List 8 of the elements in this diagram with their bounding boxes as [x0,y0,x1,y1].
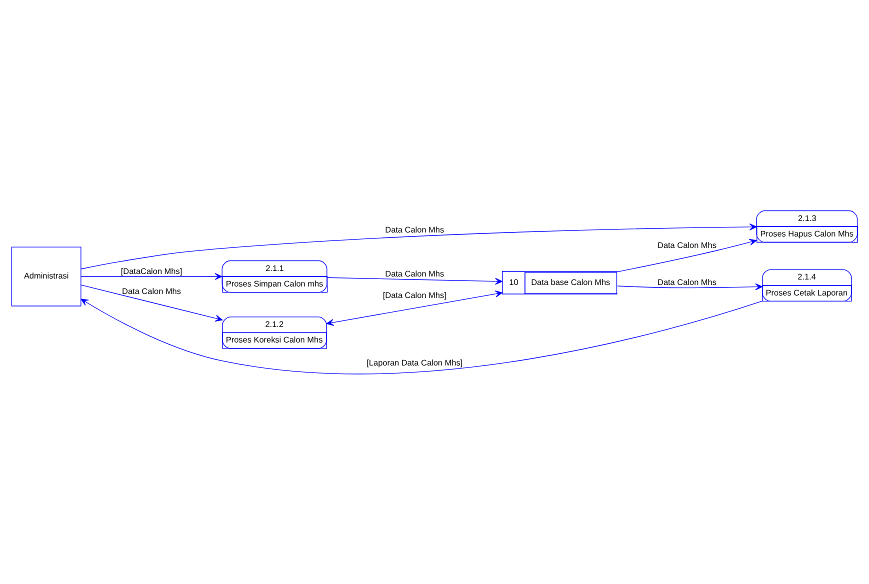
arrow [617,282,763,290]
arrow [617,238,757,272]
arrow [80,284,223,322]
arrow [80,223,757,269]
arrow [326,276,503,284]
arrow [326,290,503,326]
arrow [80,272,222,280]
arrow [80,298,763,374]
